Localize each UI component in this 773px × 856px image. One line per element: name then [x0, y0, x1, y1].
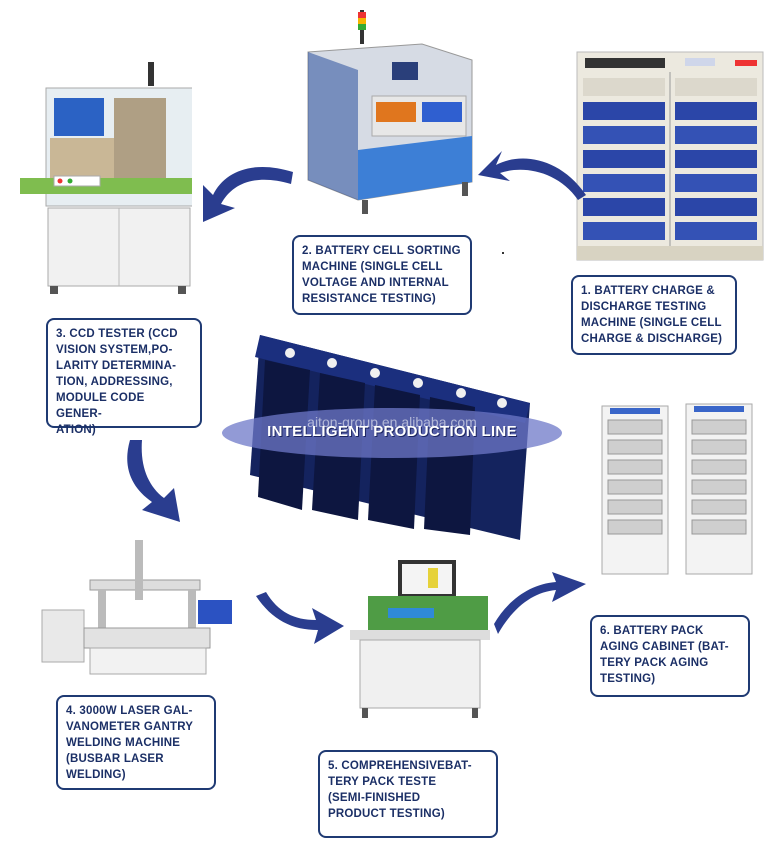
- banner-oval: [222, 408, 562, 458]
- step-1-label: 1. BATTERY CHARGE & DISCHARGE TESTING MA…: [571, 275, 737, 355]
- step-3-label: 3. CCD TESTER (CCD VISION SYSTEM,PO- LAR…: [46, 318, 202, 436]
- arrow-2-to-3: [203, 166, 293, 222]
- ccd-tester-machine-image: [20, 62, 192, 294]
- step-4-label: 4. 3000W LASER GAL- VANOMETER GANTRY WEL…: [56, 695, 216, 790]
- pack-tester-machine-image: [350, 560, 490, 718]
- step-2-label: 2. BATTERY CELL SORTING MACHINE (SINGLE …: [292, 235, 472, 315]
- step-6-label: 6. BATTERY PACK AGING CABINET (BAT- TERY…: [590, 615, 750, 697]
- production-line-banner: aiton-group.en.alibaba.com INTELLIGENT P…: [222, 408, 562, 458]
- watermark-text: aiton-group.en.alibaba.com: [307, 414, 477, 430]
- banner-title: INTELLIGENT PRODUCTION LINE: [267, 423, 517, 440]
- step-5-label: 5. COMPREHENSIVEBAT- TERY PACK TESTE (SE…: [318, 750, 498, 838]
- arrow-1-to-2: [478, 151, 586, 200]
- arrow-4-to-5: [256, 592, 344, 644]
- cell-sorting-machine-image: [307, 10, 473, 214]
- charge-discharge-machine-image: [576, 51, 764, 261]
- laser-welding-machine-image: [41, 540, 232, 675]
- stray-dot: [502, 252, 504, 254]
- aging-cabinet-image: [601, 403, 753, 575]
- arrow-3-to-4: [127, 440, 180, 522]
- arrow-5-to-6: [494, 572, 586, 634]
